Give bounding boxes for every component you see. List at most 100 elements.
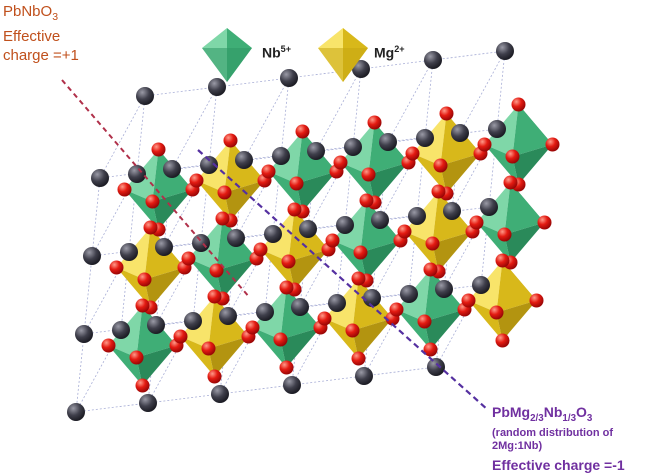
octahedron-mg: [468, 260, 537, 341]
lead-atom: [344, 138, 362, 156]
oxygen-atom: [217, 185, 232, 200]
lead-atom: [424, 51, 442, 69]
lead-atom: [147, 316, 165, 334]
pmn-formula: PbMg2/3Nb1/3O3: [492, 404, 593, 424]
oxygen-atom: [345, 323, 360, 338]
oxygen-atom: [207, 369, 222, 384]
lead-atom: [67, 403, 85, 421]
octahedron-face: [504, 182, 545, 235]
oxygen-atom: [511, 97, 526, 112]
lead-atom: [83, 247, 101, 265]
oxygen-atom: [215, 211, 230, 226]
octahedron-face: [432, 231, 473, 272]
octahedron-face: [116, 267, 151, 308]
oxygen-atom: [129, 350, 144, 365]
oxygen-atom: [117, 182, 132, 197]
lead-atom: [427, 358, 445, 376]
lead-atom: [155, 238, 173, 256]
octahedron-mg: [116, 227, 185, 308]
oxygen-atom: [101, 338, 116, 353]
lead-atom: [307, 142, 325, 160]
lead-atom: [219, 307, 237, 325]
oxygen-atom: [405, 146, 420, 161]
pmn-plane-line: [197, 149, 489, 411]
pbnbo3-line3: charge =+1: [3, 47, 79, 64]
oxygen-atom: [281, 254, 296, 269]
oxygen-atom: [351, 271, 366, 286]
lead-atom: [91, 169, 109, 187]
oxygen-atom: [109, 260, 124, 275]
oxygen-atom: [143, 220, 158, 235]
lead-atom: [352, 60, 370, 78]
lead-atom: [200, 156, 218, 174]
oxygen-atom: [173, 329, 188, 344]
octahedron-nb: [332, 200, 401, 281]
octahedra-layer: [108, 104, 553, 386]
octahedron-face: [496, 300, 537, 341]
lattice-line: [387, 59, 434, 143]
lead-atom: [75, 325, 93, 343]
lattice-line: [144, 50, 506, 97]
oxygen-atom: [279, 280, 294, 295]
lattice-line: [459, 50, 506, 134]
lattice-line: [75, 366, 437, 413]
lead-atom: [472, 276, 490, 294]
oxygen-atom: [423, 262, 438, 277]
oxygen-atom: [505, 149, 520, 164]
oxygen-atom: [529, 293, 544, 308]
lattice-line: [243, 77, 290, 161]
octahedron-face: [476, 222, 511, 263]
pmn-annotation: PbMg2/3Nb1/3O3 (random distribution of 2…: [492, 404, 625, 475]
oxygen-atom: [287, 202, 302, 217]
octahedron-face: [412, 153, 447, 194]
oxygen-atom: [181, 251, 196, 266]
lead-atom: [208, 78, 226, 96]
lead-atom: [408, 207, 426, 225]
pbnbo3-formula: PbNbO3: [3, 3, 59, 23]
oxygen-atom: [207, 289, 222, 304]
oxygen-atom: [359, 193, 374, 208]
lattice-line: [99, 95, 146, 179]
octahedron-face: [360, 240, 401, 281]
octahedron-face: [352, 318, 393, 359]
lead-atom: [235, 151, 253, 169]
octahedron-nb: [252, 287, 321, 368]
oxygen-atom: [489, 305, 504, 320]
oxygen-atom: [425, 236, 440, 251]
oxygen-atom: [477, 137, 492, 152]
oxygen-atom: [189, 173, 204, 188]
octahedron-face: [188, 258, 223, 299]
lead-atom: [443, 202, 461, 220]
oxygen-atom: [135, 378, 150, 393]
lead-atom: [211, 385, 229, 403]
lead-atom: [488, 120, 506, 138]
octahedron-face: [152, 189, 193, 230]
oxygen-atom: [137, 272, 152, 287]
lead-atom: [451, 124, 469, 142]
oxygen-atom: [253, 242, 268, 257]
octahedron-face: [332, 240, 367, 281]
oxygen-atom: [417, 314, 432, 329]
lead-atom: [120, 243, 138, 261]
oxygen-atom: [273, 332, 288, 347]
octahedron-mg: [180, 296, 249, 377]
lead-atom: [336, 216, 354, 234]
lead-atom: [163, 160, 181, 178]
oxygen-atom: [201, 341, 216, 356]
lead-atom: [264, 225, 282, 243]
octahedron-mg: [404, 191, 473, 272]
oxygen-atom: [497, 227, 512, 242]
pmn-note-line1: (random distribution of: [492, 426, 613, 439]
lead-atom: [435, 280, 453, 298]
octahedron-face: [208, 336, 249, 377]
octahedron-face: [324, 318, 359, 359]
lead-atom: [379, 133, 397, 151]
lattice-line: [408, 59, 434, 295]
oxygen-atom: [545, 137, 560, 152]
octahedron-mg: [412, 113, 481, 194]
lattice-line: [315, 68, 362, 152]
oxygen-atom: [537, 215, 552, 230]
oxygen-atom: [151, 142, 166, 157]
oxygen-atom: [431, 184, 446, 199]
